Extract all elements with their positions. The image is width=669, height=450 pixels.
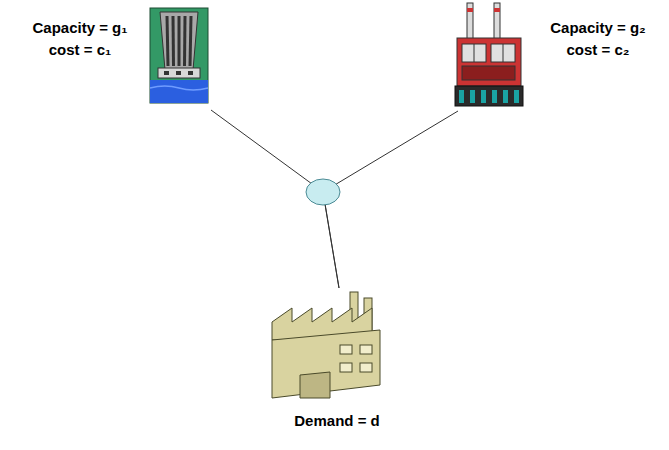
node-label: Demand = d <box>262 410 412 432</box>
generator-node: Capacity = g₂cost = c₂ <box>450 5 665 111</box>
factory-icon <box>272 292 380 398</box>
node-label: Capacity = g₂ <box>523 17 669 39</box>
load-node: Demand = d <box>262 288 408 438</box>
label-group: Capacity = g₁cost = c₁ <box>6 17 154 61</box>
hydro-plant-icon <box>150 8 208 103</box>
generator-node: Capacity = g₁cost = c₁ <box>6 5 215 110</box>
label-group: Demand = d <box>262 410 412 432</box>
line-connector <box>323 111 458 288</box>
bus-node <box>306 179 340 205</box>
label-group: Capacity = g₂cost = c₂ <box>523 17 669 61</box>
node-label: cost = c₂ <box>523 39 669 61</box>
node-label: cost = c₁ <box>6 39 154 61</box>
thermal-plant-icon <box>455 3 523 106</box>
node-label: Capacity = g₁ <box>6 17 154 39</box>
line-connector <box>211 110 339 288</box>
